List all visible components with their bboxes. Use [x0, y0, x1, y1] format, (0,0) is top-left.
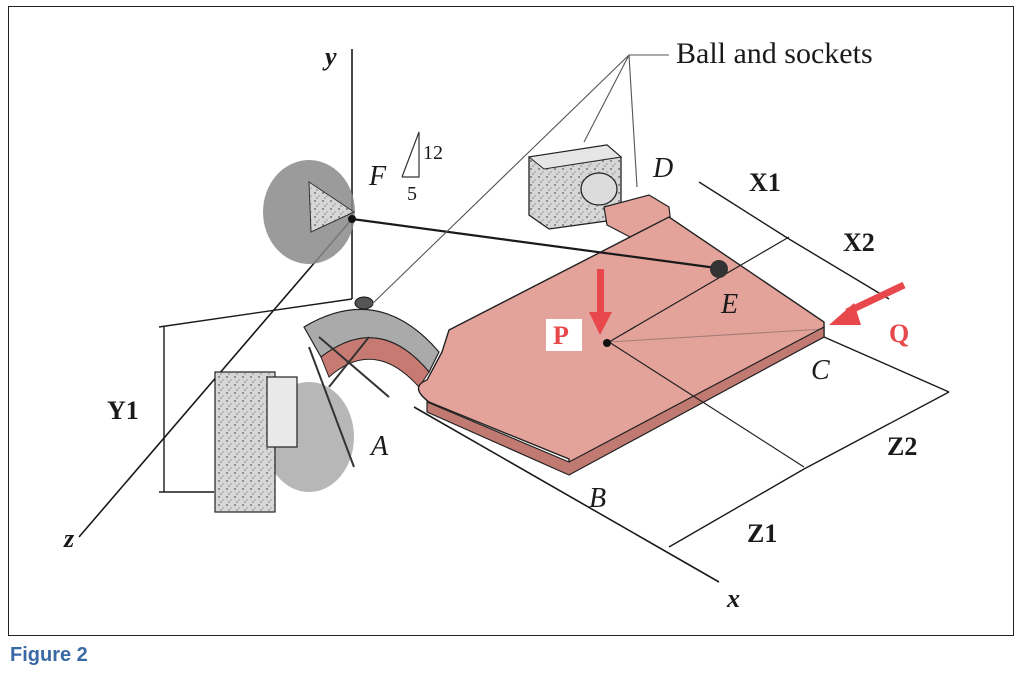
dim-z1: Z1	[747, 519, 777, 548]
load-p-arrow	[589, 269, 612, 335]
callout-label: Ball and sockets	[676, 37, 873, 70]
dimension-lines	[158, 181, 950, 548]
point-b-label: B	[589, 483, 606, 514]
point-d-label: D	[652, 153, 673, 184]
load-q-arrow	[829, 281, 906, 325]
slope-run: 5	[407, 183, 417, 205]
point-e-label: E	[720, 289, 738, 320]
wall-bracket-f	[263, 160, 356, 264]
statics-diagram: y x z Ba	[63, 37, 950, 613]
hinge-support-a	[214, 296, 440, 513]
connector-e	[710, 260, 728, 278]
anchor-f	[348, 215, 356, 223]
socket-block-d	[527, 144, 672, 240]
slope-rise: 12	[423, 142, 443, 164]
load-p-label-bg	[546, 319, 582, 351]
slope-triangle	[401, 131, 420, 178]
dim-x2: X2	[843, 228, 875, 257]
dim-y1: Y1	[107, 396, 139, 425]
z-axis-label: z	[63, 524, 75, 553]
y-axis-label: y	[322, 42, 337, 71]
callout-leaders	[368, 54, 669, 308]
point-c-label: C	[811, 355, 830, 386]
figure-caption: Figure 2	[10, 644, 88, 666]
x-axis-label: x	[726, 584, 740, 613]
point-a-label: A	[369, 431, 389, 462]
cable	[351, 217, 725, 271]
dim-z2: Z2	[887, 432, 917, 461]
x-axis	[413, 406, 720, 583]
point-f-label: F	[368, 161, 387, 192]
load-q-label: Q	[889, 319, 909, 348]
load-p-label: P	[553, 321, 569, 350]
figure-frame: y x z Ba	[8, 6, 1014, 636]
dim-x1: X1	[749, 168, 781, 197]
